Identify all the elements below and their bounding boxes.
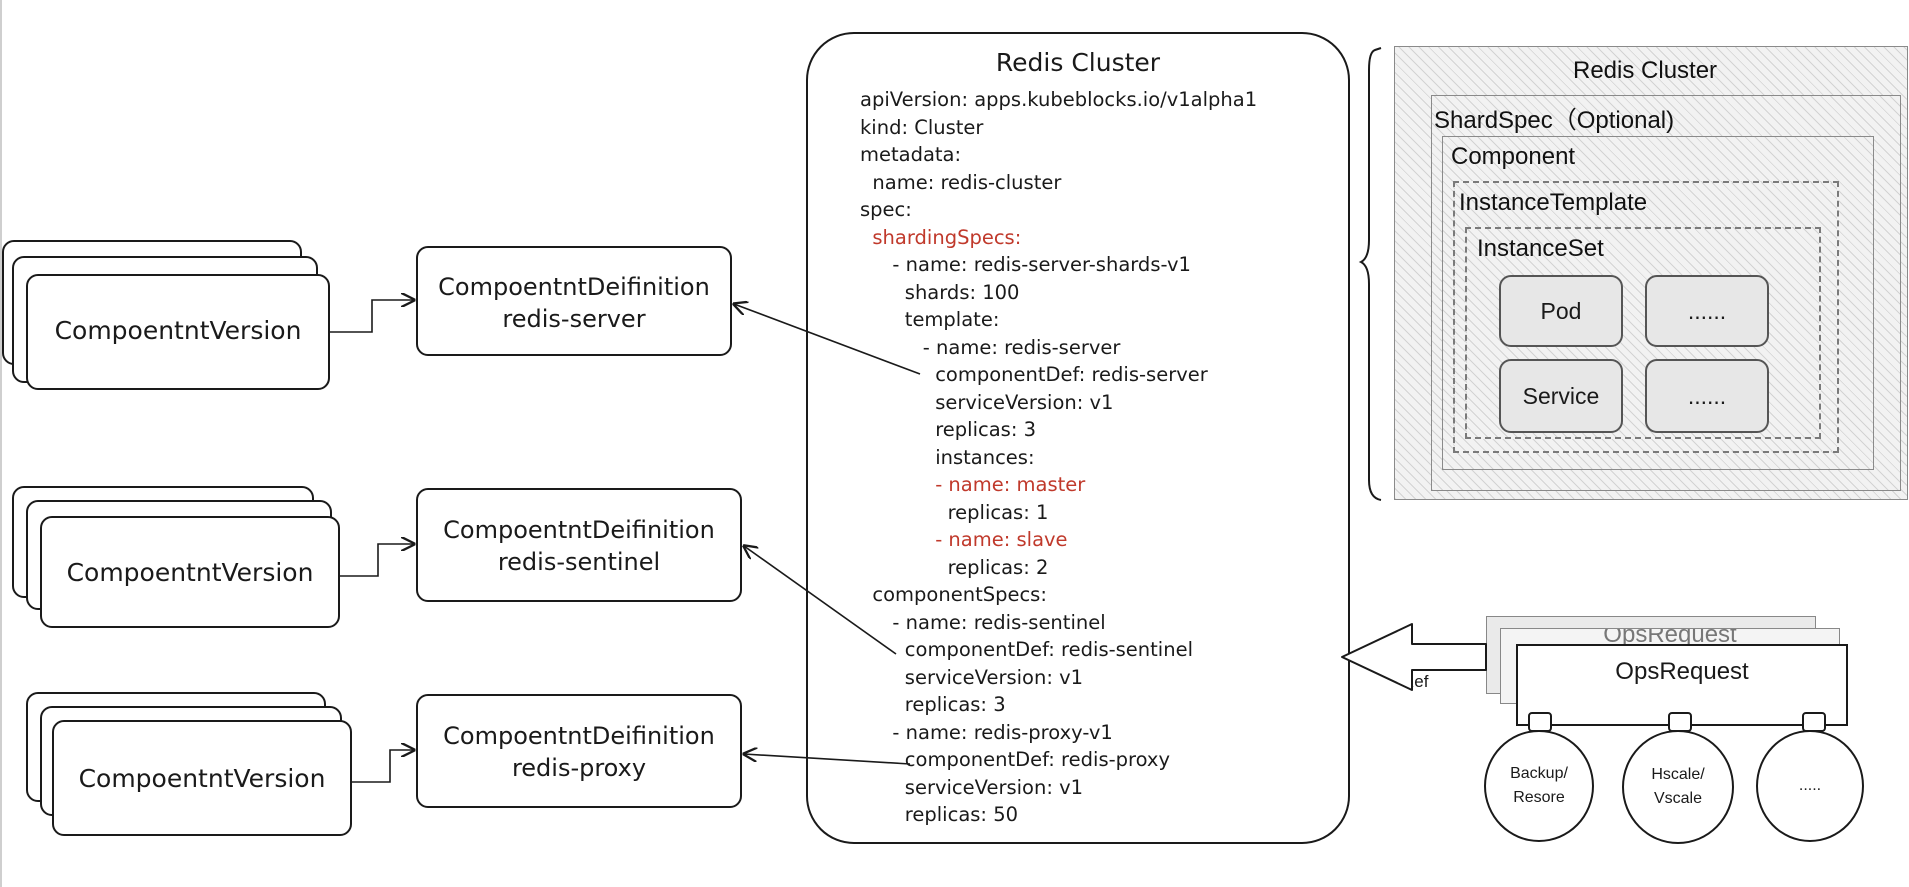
backup-restore-action: Backup/ Resore: [1484, 730, 1594, 842]
component-definition-box: CompoentntDeifinition redis-sentinel: [416, 488, 742, 602]
hscale-vscale-action: Hscale/ Vscale: [1622, 730, 1734, 844]
yaml-line-sharding-specs: shardingSpecs:: [860, 226, 1022, 249]
redis-cluster-yaml-panel: Redis Cluster apiVersion: apps.kubeblock…: [806, 32, 1350, 844]
action-label: .....: [1798, 777, 1822, 794]
yaml-line: replicas: 3: [880, 693, 1006, 716]
ref-arrow: [1341, 623, 1487, 691]
yaml-line: template:: [880, 308, 1000, 331]
shard-spec-label: ShardSpec（Optional): [1434, 107, 1675, 134]
yaml-line: serviceVersion: v1: [880, 666, 1084, 689]
component-version-label: CompoentntVersion: [66, 558, 314, 587]
structure-brace: [1358, 47, 1382, 501]
yaml-line: - name: redis-sentinel: [880, 611, 1106, 634]
version-to-definition-arrow: [330, 300, 414, 333]
yaml-line: - name: redis-proxy-v1: [880, 721, 1113, 744]
component-definition-title: CompoentntDeifinition: [438, 273, 710, 301]
component-definition-name: redis-sentinel: [497, 548, 661, 576]
service-cell: Service: [1499, 359, 1623, 433]
yaml-line: replicas: 3: [898, 418, 1036, 441]
instance-template-label: InstanceTemplate: [1459, 189, 1648, 216]
component-version-box: CompoentntVersion: [40, 516, 340, 628]
component-def-reference-arrow: [744, 546, 897, 655]
yaml-line: name: redis-cluster: [860, 171, 1062, 194]
action-label: Backup/ Resore: [1510, 765, 1568, 806]
component-label: Component: [1451, 143, 1576, 170]
yaml-line: componentDef: redis-sentinel: [880, 638, 1193, 661]
instance-set-box: InstanceSet Pod ...... Service ......: [1465, 227, 1821, 439]
yaml-line: serviceVersion: v1: [880, 776, 1084, 799]
component-definition-box: CompoentntDeifinition redis-proxy: [416, 694, 742, 808]
ops-request-label: OpsRequest: [1615, 658, 1749, 685]
yaml-line: componentSpecs:: [860, 583, 1047, 606]
yaml-line: replicas: 2: [898, 556, 1049, 579]
version-to-definition-arrow: [340, 544, 414, 577]
yaml-line: componentDef: redis-proxy: [880, 748, 1171, 771]
yaml-line: spec:: [860, 198, 912, 221]
yaml-line: instances:: [898, 446, 1035, 469]
shard-spec-box: ShardSpec（Optional) Component InstanceTe…: [1431, 95, 1901, 491]
component-version-box: CompoentntVersion: [52, 720, 352, 836]
component-version-box: CompoentntVersion: [26, 274, 330, 390]
component-def-reference-arrow: [744, 754, 911, 765]
component-box: Component InstanceTemplate InstanceSet P…: [1442, 136, 1874, 470]
yaml-line-instance-master: - name: master: [898, 473, 1086, 496]
ops-request-ghost-label: OpsRequest: [1603, 628, 1737, 648]
yaml-line: kind: Cluster: [860, 116, 984, 139]
yaml-line: serviceVersion: v1: [898, 391, 1114, 414]
left-edge-divider: [0, 0, 2, 887]
yaml-line: replicas: 50: [880, 803, 1019, 826]
yaml-line: shards: 100: [880, 281, 1020, 304]
yaml-line: - name: redis-server-shards-v1: [880, 253, 1191, 276]
action-label: Hscale/ Vscale: [1651, 766, 1705, 807]
structure-title: Redis Cluster: [1573, 57, 1718, 84]
component-def-reference-arrow: [734, 304, 921, 375]
component-version-label: CompoentntVersion: [78, 764, 326, 793]
yaml-line: replicas: 1: [898, 501, 1049, 524]
yaml-line: - name: redis-server: [898, 336, 1121, 359]
component-definition-name: redis-server: [502, 305, 646, 333]
component-definition-box: CompoentntDeifinition redis-server: [416, 246, 732, 356]
instance-template-box: InstanceTemplate InstanceSet Pod ...... …: [1453, 181, 1839, 453]
yaml-line-instance-slave: - name: slave: [898, 528, 1068, 551]
yaml-panel-title: Redis Cluster: [995, 48, 1161, 77]
instance-set-label: InstanceSet: [1477, 235, 1604, 262]
version-to-definition-arrow: [352, 750, 414, 783]
pod-cell: Pod: [1499, 275, 1623, 347]
more-cell: ......: [1645, 359, 1769, 433]
more-actions: .....: [1756, 730, 1864, 842]
component-version-label: CompoentntVersion: [54, 316, 302, 345]
component-definition-title: CompoentntDeifinition: [443, 516, 715, 544]
more-cell: ......: [1645, 275, 1769, 347]
component-definition-title: CompoentntDeifinition: [443, 722, 715, 750]
yaml-line: apiVersion: apps.kubeblocks.io/v1alpha1: [860, 88, 1258, 111]
component-definition-name: redis-proxy: [511, 754, 647, 782]
yaml-line: componentDef: redis-server: [898, 363, 1208, 386]
redis-cluster-structure: Redis Cluster ShardSpec（Optional) Compon…: [1394, 46, 1908, 500]
yaml-line: metadata:: [860, 143, 962, 166]
